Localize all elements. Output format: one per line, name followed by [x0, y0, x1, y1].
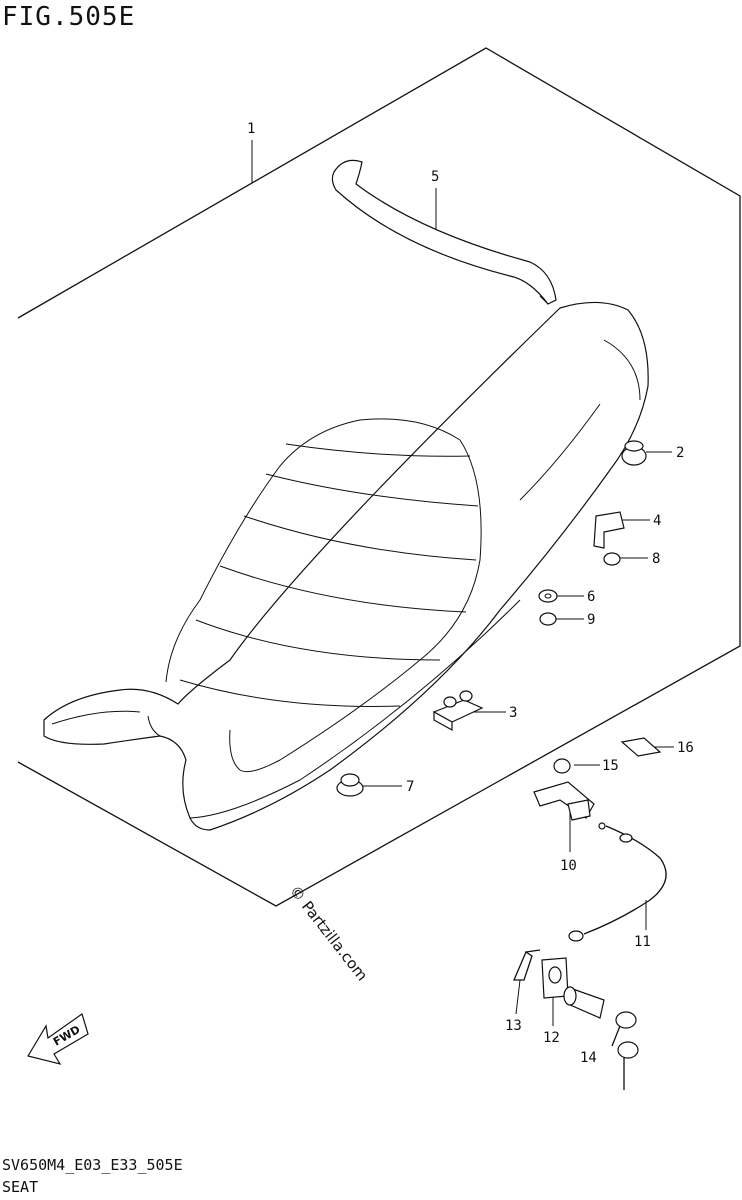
nut-15	[553, 758, 571, 774]
lock-assy-10	[533, 781, 595, 821]
callout-9: 9	[587, 612, 595, 628]
plate-12	[541, 957, 569, 999]
figure-title: FIG.505E	[2, 2, 136, 32]
callout-6: 6	[587, 589, 595, 605]
label-16	[620, 737, 662, 757]
cushion-7	[336, 773, 364, 797]
callout-13: 13	[505, 1018, 522, 1034]
callout-labels: 1 2 3 4 5 6 7 8 9 10 11 12 13 14 15 16	[247, 121, 694, 1066]
fwd-arrow: FWD	[27, 1013, 89, 1065]
callout-3: 3	[509, 705, 517, 721]
seat-body	[43, 301, 649, 831]
callout-7: 7	[406, 779, 414, 795]
callout-16: 16	[677, 740, 694, 756]
callout-8: 8	[652, 551, 660, 567]
callout-2: 2	[676, 445, 684, 461]
callout-10: 10	[560, 858, 577, 874]
seat-strap	[331, 159, 557, 305]
clip-13	[513, 949, 541, 981]
cushion-3	[432, 690, 484, 732]
callout-5: 5	[431, 169, 439, 185]
leader-lines	[251, 140, 674, 1026]
diagram-name: SEAT	[2, 1178, 39, 1196]
nut-8	[603, 552, 621, 566]
callout-1: 1	[247, 121, 255, 137]
washer-6	[538, 589, 558, 603]
cushion-2	[621, 440, 647, 466]
assembly-frame	[17, 47, 741, 907]
callout-14: 14	[580, 1050, 597, 1066]
callout-12: 12	[543, 1030, 560, 1046]
diagram-code: SV650M4_E03_E33_505E	[2, 1156, 183, 1174]
lock-cylinder-14	[563, 986, 639, 1090]
callout-15: 15	[602, 758, 619, 774]
nut-9	[539, 612, 557, 626]
bracket-4	[593, 511, 625, 549]
callout-11: 11	[634, 934, 651, 950]
callout-4: 4	[653, 513, 661, 529]
cable-11	[568, 822, 667, 942]
